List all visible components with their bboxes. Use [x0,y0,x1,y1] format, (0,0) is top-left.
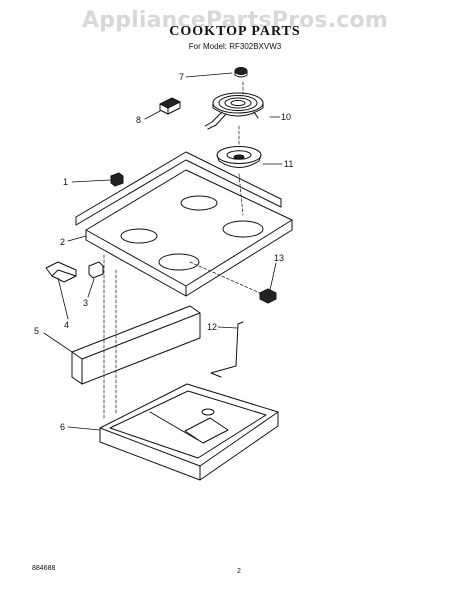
part-knob-cap [234,67,248,78]
part-clip [110,172,124,187]
part-spacer [88,261,104,279]
callout-2: 2 [60,237,65,247]
part-drip-bowl [216,146,262,168]
document-number: 884688 [32,565,56,572]
part-cooktop [75,151,293,297]
part-burner-box [99,383,279,481]
part-hinge [259,288,277,304]
callout-13: 13 [274,253,284,263]
model-subtitle: For Model: RF302BXVW3 [188,42,282,51]
part-lift-rod [210,321,244,378]
page-title: COOKTOP PARTS [169,24,301,39]
callout-10: 10 [281,112,291,122]
callout-3: 3 [83,298,88,308]
callout-12: 12 [207,322,217,332]
watermark-logo: AppliancePartsPros.com [82,8,388,33]
callout-11: 11 [284,159,293,169]
callout-8: 8 [136,115,141,125]
part-front-panel [71,305,201,385]
callout-7: 7 [179,72,184,82]
callout-5: 5 [34,326,39,336]
callout-1: 1 [63,177,68,187]
part-bracket [45,261,77,283]
callout-6: 6 [60,422,65,432]
callout-4: 4 [64,320,69,330]
part-surface-element [204,92,264,130]
page-number: 2 [237,568,241,575]
part-terminal-block [159,97,181,115]
